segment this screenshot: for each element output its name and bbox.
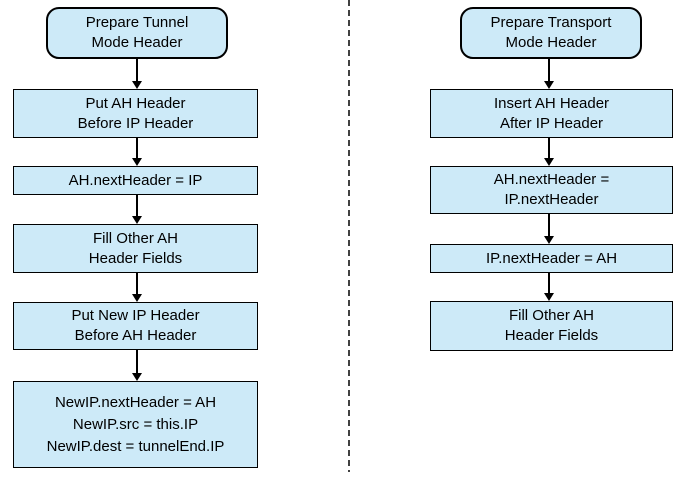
arrowhead-down-icon [132,81,142,89]
arrow-shaft [548,214,550,237]
arrow-shaft [136,273,138,295]
arrowhead-down-icon [132,216,142,224]
arrow-shaft [548,273,550,294]
arrowhead-down-icon [132,294,142,302]
transport-step-ah-nextheader: AH.nextHeader = IP.nextHeader [430,166,673,214]
flow-arrow [131,195,143,224]
flow-arrow [131,350,143,381]
arrow-shaft [548,59,550,82]
flow-arrow [131,59,143,89]
arrowhead-down-icon [132,158,142,166]
flow-arrow [131,273,143,302]
arrow-shaft [136,350,138,374]
tunnel-step-put-new-ip-header: Put New IP Header Before AH Header [13,302,258,350]
arrow-shaft [136,138,138,159]
flow-arrow [131,138,143,166]
arrowhead-down-icon [544,293,554,301]
arrow-shaft [136,59,138,82]
transport-step-insert-ah-header: Insert AH Header After IP Header [430,89,673,138]
arrowhead-down-icon [132,373,142,381]
flow-arrow [543,214,555,244]
arrowhead-down-icon [544,158,554,166]
flow-arrow [543,138,555,166]
flow-arrow [543,273,555,301]
tunnel-step-newip-assignments: NewIP.nextHeader = AH NewIP.src = this.I… [13,381,258,468]
arrowhead-down-icon [544,81,554,89]
transport-step-fill-other-fields: Fill Other AH Header Fields [430,301,673,351]
tunnel-step-put-ah-header: Put AH Header Before IP Header [13,89,258,138]
arrowhead-down-icon [544,236,554,244]
transport-step-prepare-header: Prepare Transport Mode Header [460,7,642,59]
arrow-shaft [548,138,550,159]
transport-step-ip-nextheader: IP.nextHeader = AH [430,244,673,273]
tunnel-step-prepare-header: Prepare Tunnel Mode Header [46,7,228,59]
divider-dashed-line [348,0,350,472]
tunnel-step-fill-other-fields: Fill Other AH Header Fields [13,224,258,273]
tunnel-step-ah-nextheader: AH.nextHeader = IP [13,166,258,195]
flow-arrow [543,59,555,89]
arrow-shaft [136,195,138,217]
